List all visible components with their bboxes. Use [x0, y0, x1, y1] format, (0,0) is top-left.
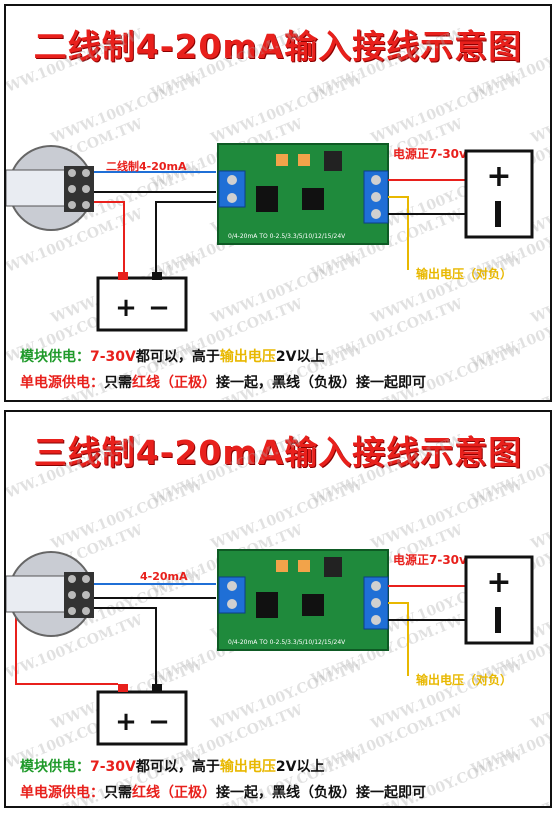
battery-plus: + — [115, 707, 137, 737]
sensor-transmitter — [6, 551, 94, 637]
power-connector: + — [464, 149, 534, 239]
power-label: 电源正7-30v — [393, 146, 467, 161]
connector-plus: + — [486, 565, 511, 600]
converter-board: 0/4-20mA TO 0-2.5/3.3/5/10/12/15/24V — [217, 143, 389, 245]
converter-board: 0/4-20mA TO 0-2.5/3.3/5/10/12/15/24V — [217, 549, 389, 651]
sensor-power-red — [94, 201, 125, 278]
battery: + − — [96, 684, 188, 746]
supply-note: 模块供电：7-30V都可以，高于输出电压2V以上 — [20, 759, 325, 775]
wire-label: 4-20mA — [140, 570, 188, 583]
output-label: 输出电压（对负） — [416, 672, 512, 687]
board-silk-text: 0/4-20mA TO 0-2.5/3.3/5/10/12/15/24V — [228, 639, 346, 646]
diagram-title: 二线制4-20mA输入接线示意图 — [33, 27, 523, 66]
output-wire-yellow — [388, 196, 409, 270]
supply-note: 模块供电：7-30V都可以，高于输出电压2V以上 — [20, 349, 325, 365]
battery: + − — [96, 272, 188, 332]
sensor-transmitter — [6, 145, 94, 231]
diagram-title: 三线制4-20mA输入接线示意图 — [33, 433, 523, 472]
single-supply-note: 单电源供电：只需红线（正极）接一起，黑线（负极）接一起即可 — [20, 785, 426, 801]
output-wire-yellow — [388, 602, 409, 676]
wiring-diagram: 4-20mA 0/4-20mA TO 0-2.5/3.3/5/10/12/15/… — [6, 549, 534, 746]
wire-label: 二线制4-20mA — [106, 159, 187, 173]
power-label: 电源正7-30v — [393, 552, 467, 567]
wiring-diagram: 二线制4-20mA 0/4-20mA TO 0-2.5/3.3/5/10/12/… — [6, 143, 534, 332]
return-wire-black — [155, 201, 216, 278]
power-connector: + — [464, 555, 534, 645]
battery-minus: − — [148, 293, 170, 323]
battery-minus: − — [148, 707, 170, 737]
board-silk-text: 0/4-20mA TO 0-2.5/3.3/5/10/12/15/24V — [228, 233, 346, 240]
single-supply-note: 单电源供电：只需红线（正极）接一起，黑线（负极）接一起即可 — [20, 375, 426, 391]
battery-plus: + — [115, 293, 137, 323]
return-wire-black — [94, 607, 157, 684]
output-label: 输出电压（对负） — [416, 266, 512, 281]
connector-plus: + — [486, 159, 511, 194]
